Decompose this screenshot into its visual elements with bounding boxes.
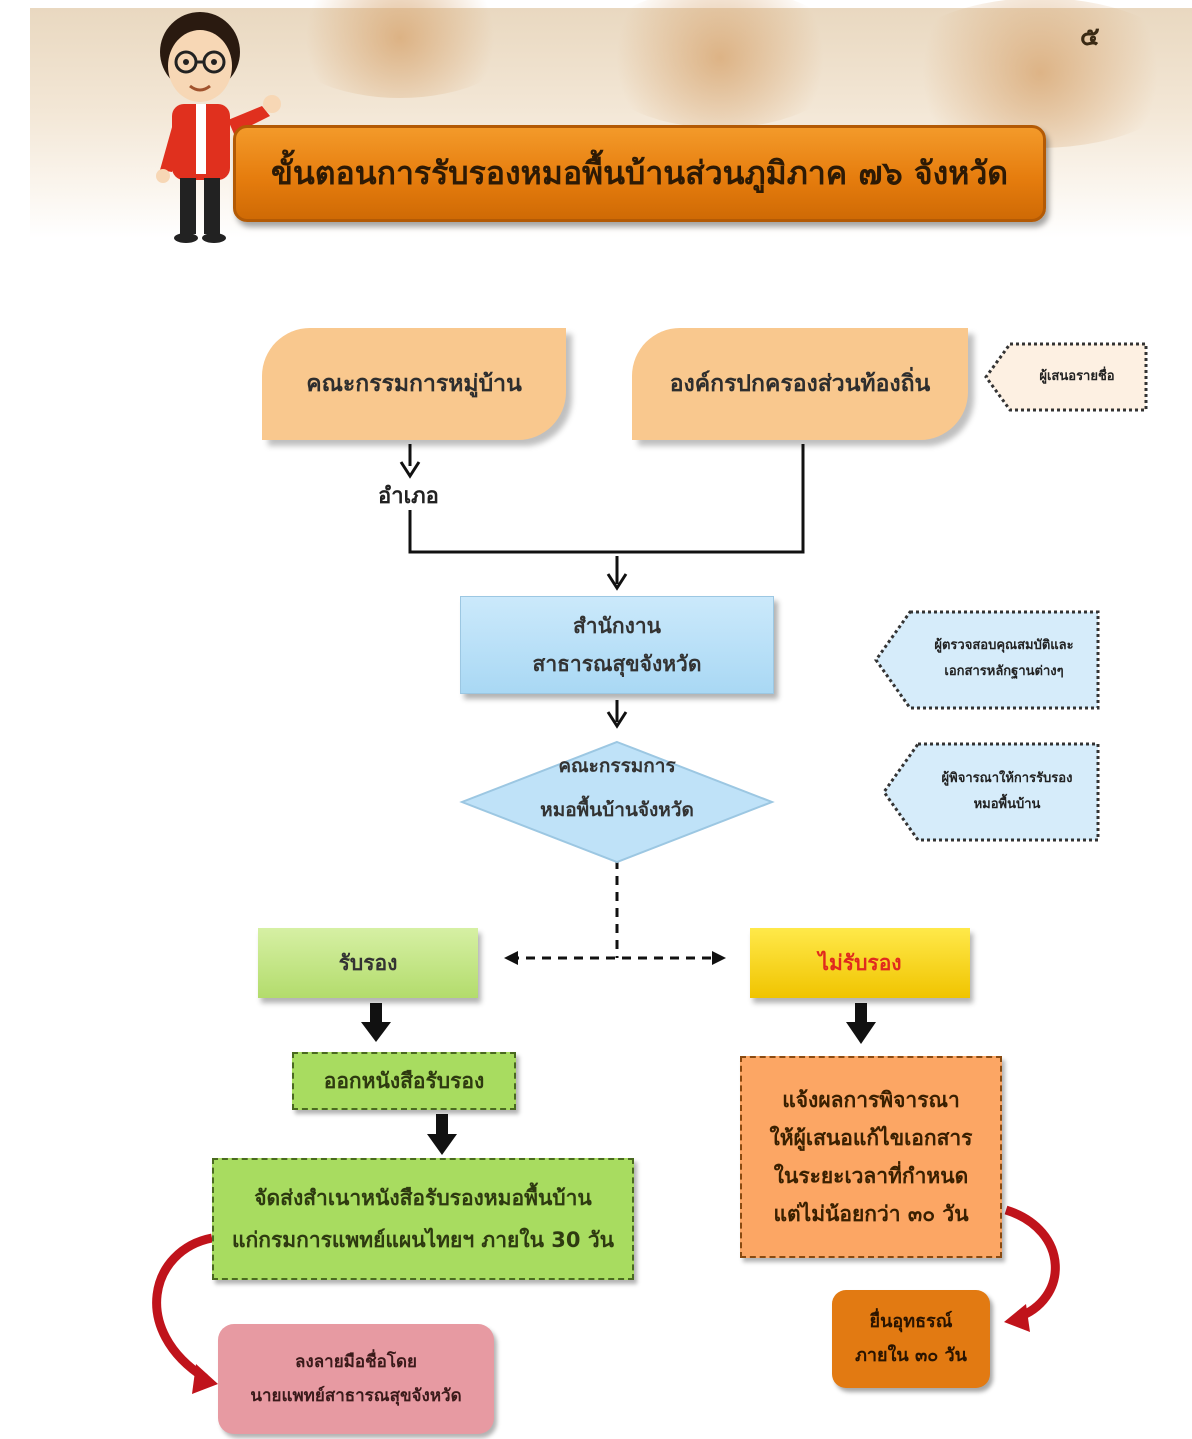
presenter-illustration: [156, 12, 281, 243]
node-district: อำเภอ: [378, 484, 439, 509]
committee-diamond-shape: [459, 740, 775, 864]
arrow-join-to-office: [606, 556, 628, 591]
arrow-approve-to-issue: [361, 1003, 391, 1042]
page-title: ขั้นตอนการรับรองหมอพื้นบ้านส่วนภูมิภาค ๗…: [233, 125, 1046, 222]
side-note-considerer-line: ผู้พิจารณาให้การรับรอง: [941, 771, 1073, 786]
node-notify-result-line: แจ้งผลการพิจารณา: [782, 1088, 960, 1112]
banner-decoration: [280, 0, 520, 98]
node-provincial-committee-line: คณะกรรมการ: [558, 755, 676, 777]
side-note-considerer-line: หมอพื้นบ้าน: [973, 797, 1041, 812]
node-provincial-committee: คณะกรรมการ หมอพื้นบ้านจังหวัด: [492, 744, 742, 832]
node-signed-by-line: นายแพทย์สาธารณสุขจังหวัด: [250, 1386, 462, 1406]
side-note-nominator: ผู้เสนอรายชื่อ: [1039, 369, 1115, 384]
node-approve: รับรอง: [258, 928, 478, 998]
node-send-copy-line: จัดส่งสำเนาหนังสือรับรองหมอพื้นบ้าน: [254, 1186, 592, 1210]
node-appeal: ยื่นอุทธรณ์ ภายใน ๓๐ วัน: [832, 1290, 990, 1388]
node-provincial-office: สำนักงาน สาธารณสุขจังหวัด: [460, 596, 774, 694]
side-tag-verifier-shape: [874, 610, 1100, 710]
node-signed-by: ลงลายมือชื่อโดย นายแพทย์สาธารณสุขจังหวัด: [218, 1324, 494, 1434]
node-notify-result-line: ในระยะเวลาที่กำหนด: [773, 1164, 969, 1188]
node-signed-by-line: ลงลายมือชื่อโดย: [295, 1352, 417, 1372]
side-note-verifier-line: ผู้ตรวจสอบคุณสมบัติและ: [934, 638, 1074, 653]
arrow-reject-to-notify: [846, 1003, 876, 1044]
banner-decoration: [590, 0, 850, 128]
arrow-send-to-signed: [152, 1233, 213, 1382]
arrow-issue-to-send: [427, 1114, 457, 1155]
node-village-committee: คณะกรรมการหมู่บ้าน: [262, 328, 566, 440]
arrow-to-approve: [504, 951, 518, 965]
side-note-verifier: ผู้ตรวจสอบคุณสมบัติและ เอกสารหลักฐานต่าง…: [912, 633, 1096, 685]
side-note-considerer: ผู้พิจารณาให้การรับรอง หมอพื้นบ้าน: [918, 766, 1096, 818]
page-number: ๕: [1080, 22, 1100, 52]
node-appeal-line: ภายใน ๓๐ วัน: [855, 1345, 967, 1366]
node-send-copy: จัดส่งสำเนาหนังสือรับรองหมอพื้นบ้าน แก่ก…: [212, 1158, 634, 1280]
node-notify-result: แจ้งผลการพิจารณา ให้ผู้เสนอแก้ไขเอกสาร ใ…: [740, 1056, 1002, 1258]
node-provincial-office-line: สาธารณสุขจังหวัด: [532, 652, 702, 676]
side-note-verifier-line: เอกสารหลักฐานต่างๆ: [944, 664, 1064, 679]
node-provincial-committee-line: หมอพื้นบ้านจังหวัด: [540, 799, 694, 821]
side-tag-nominator-shape: [984, 342, 1148, 412]
node-issue-certificate: ออกหนังสือรับรอง: [292, 1052, 516, 1110]
node-notify-result-line: แต่ไม่น้อยกว่า ๓๐ วัน: [773, 1202, 969, 1226]
arrow-village-to-district: [399, 444, 421, 479]
arrow-notify-to-appeal: [1004, 1205, 1060, 1323]
node-local-admin: องค์กรปกครองส่วนท้องถิ่น: [632, 328, 968, 440]
side-tag-considerer-shape: [882, 742, 1100, 842]
node-provincial-office-line: สำนักงาน: [572, 614, 662, 638]
node-reject: ไม่รับรอง: [750, 928, 970, 998]
arrow-office-to-committee: [606, 700, 628, 729]
join-line: [408, 444, 805, 554]
banner-decoration: [890, 0, 1190, 148]
node-appeal-line: ยื่นอุทธรณ์: [869, 1311, 953, 1332]
arrow-to-reject: [712, 951, 726, 965]
node-notify-result-line: ให้ผู้เสนอแก้ไขเอกสาร: [769, 1126, 973, 1150]
node-send-copy-line: แก่กรมการแพทย์แผนไทยฯ ภายใน 30 วัน: [232, 1228, 614, 1252]
